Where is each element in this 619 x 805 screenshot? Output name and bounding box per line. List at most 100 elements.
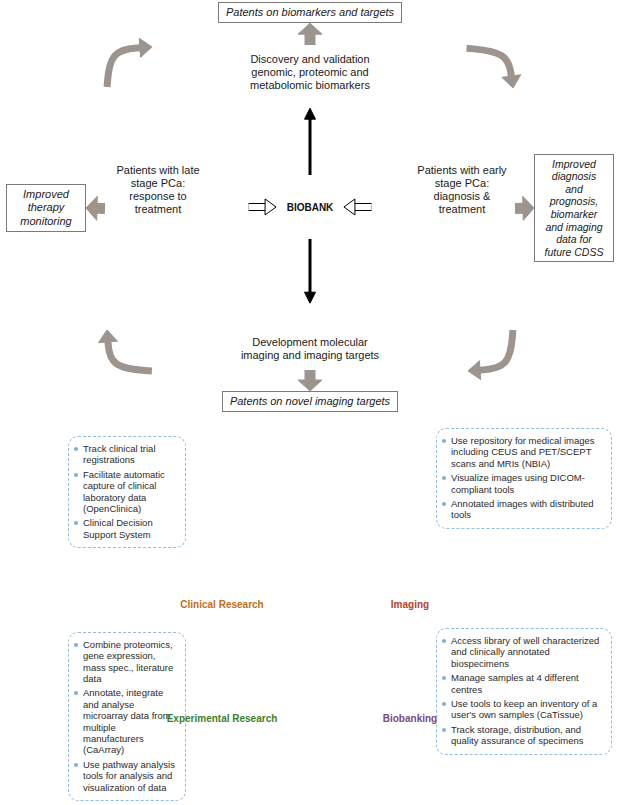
connector-group <box>107 38 152 87</box>
list-text: Use tools to keep an inventory of a user… <box>451 698 605 721</box>
badge-photo <box>380 650 440 710</box>
connector-group <box>99 330 152 371</box>
quadrant-divider <box>60 619 613 622</box>
list-text: Track clinical trial registrations <box>83 443 179 466</box>
connector-arrow <box>309 239 312 294</box>
quadrant <box>316 620 613 805</box>
quadrant <box>60 620 316 805</box>
area-label: Clinical Research <box>157 599 287 610</box>
list-item: Facilitate automatic capture of clinical… <box>74 469 179 515</box>
connector-group <box>515 196 534 220</box>
connector-group <box>468 330 513 380</box>
stage-text: Development molecular imaging and imagin… <box>240 336 380 362</box>
stage-triangle: Patients with early stage PCa: diagnosis… <box>310 95 515 322</box>
arrow-head <box>265 199 276 215</box>
box-text: Improved diagnosis and prognosis, biomar… <box>542 158 606 259</box>
list-text: Annotated images with distributed tools <box>451 498 605 521</box>
feature-list: Access library of well characterized and… <box>436 628 612 755</box>
stage-triangle: Patients with late stage PCa: response t… <box>105 95 310 322</box>
feature-list: Track clinical trial registrationsFacili… <box>68 436 186 548</box>
outcome-box: Improved diagnosis and prognosis, biomar… <box>534 154 614 263</box>
bullet <box>74 521 78 525</box>
area-badge: Clinical Research <box>157 536 287 610</box>
bullet <box>442 439 446 443</box>
bullet <box>74 763 78 767</box>
list-item: Annotated images with distributed tools <box>442 498 605 521</box>
feature-list: Use repository for medical images includ… <box>436 428 612 529</box>
connector-group <box>467 48 521 88</box>
connector-group <box>344 199 372 215</box>
hub-circle: BIOBANK <box>278 175 342 239</box>
connector-arrow <box>107 48 142 87</box>
arrow-head <box>305 292 316 303</box>
stage-text: Discovery and validation genomic, proteo… <box>240 53 380 93</box>
stage-triangle: Discovery and validation genomic, proteo… <box>158 45 462 207</box>
bullet <box>442 502 446 506</box>
connector-arrow <box>467 48 512 78</box>
bullet <box>442 728 446 732</box>
connector-arrow <box>309 118 312 175</box>
triangle-label: Patients with late stage PCa: response t… <box>109 164 207 217</box>
list-text: Use pathway analysis tools for analysis … <box>83 759 179 793</box>
arrow-head <box>305 108 316 119</box>
badge-photo <box>192 650 252 710</box>
list-text: Clinical Decision Support System <box>83 517 179 540</box>
list-item: Access library of well characterized and… <box>442 635 605 669</box>
list-text: Visualize images using DICOM-compliant t… <box>451 472 605 495</box>
connector-arrow <box>478 330 513 370</box>
quadrant <box>316 424 613 620</box>
connector-group <box>298 370 322 391</box>
photo-illustration <box>192 536 252 596</box>
photo-illustration <box>192 650 252 710</box>
list-item: Annotate, integrate and analyse microarr… <box>74 687 179 755</box>
area-label: Experimental Research <box>157 713 287 724</box>
badge-photo <box>192 536 252 596</box>
arrow-head <box>502 75 521 88</box>
area-label: Imaging <box>345 599 475 610</box>
bullet <box>442 639 446 643</box>
list-item: Track clinical trial registrations <box>74 443 179 466</box>
list-text: Track storage, distribution, and quality… <box>451 724 605 747</box>
bullet <box>442 702 446 706</box>
arrow-head <box>86 196 97 220</box>
arrow-head <box>344 199 355 215</box>
outcome-box: Patents on biomarkers and targets <box>218 2 402 23</box>
stage-triangle: Development molecular imaging and imagin… <box>158 207 462 370</box>
arrow-head <box>523 196 534 220</box>
box-text: Patents on biomarkers and targets <box>226 6 394 19</box>
triangle-label: Patients with early stage PCa: diagnosis… <box>413 164 511 217</box>
bullet <box>74 643 78 647</box>
quadrant <box>60 424 316 620</box>
connector-group <box>86 196 105 220</box>
triangle-label: Discovery and validation genomic, proteo… <box>240 53 380 93</box>
arrow-head <box>99 330 118 343</box>
list-item: Manage samples at 4 different centres <box>442 672 605 695</box>
stage-text: Patients with late stage PCa: response t… <box>109 164 207 217</box>
photo-illustration <box>380 650 440 710</box>
list-item: Use tools to keep an inventory of a user… <box>442 698 605 721</box>
box-text: Improved therapy monitoring <box>14 188 78 228</box>
arrow-head <box>298 380 322 391</box>
outcome-box: Improved therapy monitoring <box>6 184 86 232</box>
list-text: Access library of well characterized and… <box>451 635 605 669</box>
list-item: Combine proteomics, gene expression, mas… <box>74 639 179 685</box>
connector-arrow <box>249 203 267 211</box>
list-text: Combine proteomics, gene expression, mas… <box>83 639 179 685</box>
connector-group <box>249 199 277 215</box>
photo-illustration <box>380 536 440 596</box>
badge-photo <box>380 536 440 596</box>
hub-label: BIOBANK <box>287 202 334 213</box>
arrow-head <box>468 361 481 380</box>
list-text: Annotate, integrate and analyse microarr… <box>83 687 179 755</box>
bullet <box>442 676 446 680</box>
connector-group <box>305 239 316 303</box>
quadrant-divider <box>315 424 318 805</box>
connector-arrow <box>353 203 371 211</box>
connector-fill <box>249 204 267 210</box>
connector-group <box>298 23 322 45</box>
list-item: Clinical Decision Support System <box>74 517 179 540</box>
area-badge: Imaging <box>345 536 475 610</box>
arrow-head <box>298 23 322 34</box>
connector-arrow <box>108 340 152 371</box>
list-item: Visualize images using DICOM-compliant t… <box>442 472 605 495</box>
